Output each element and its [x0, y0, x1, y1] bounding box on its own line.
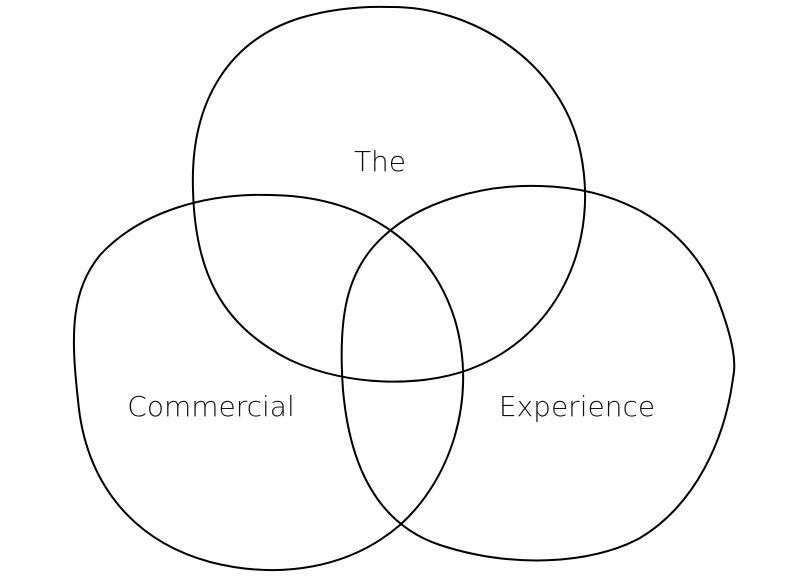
- venn-circle-top: [191, 5, 587, 383]
- venn-circle-left: [72, 193, 465, 571]
- label-right: Experience: [499, 390, 655, 423]
- venn-circle-right: [340, 184, 736, 562]
- label-top: The: [354, 145, 406, 178]
- label-left: Commercial: [127, 390, 294, 423]
